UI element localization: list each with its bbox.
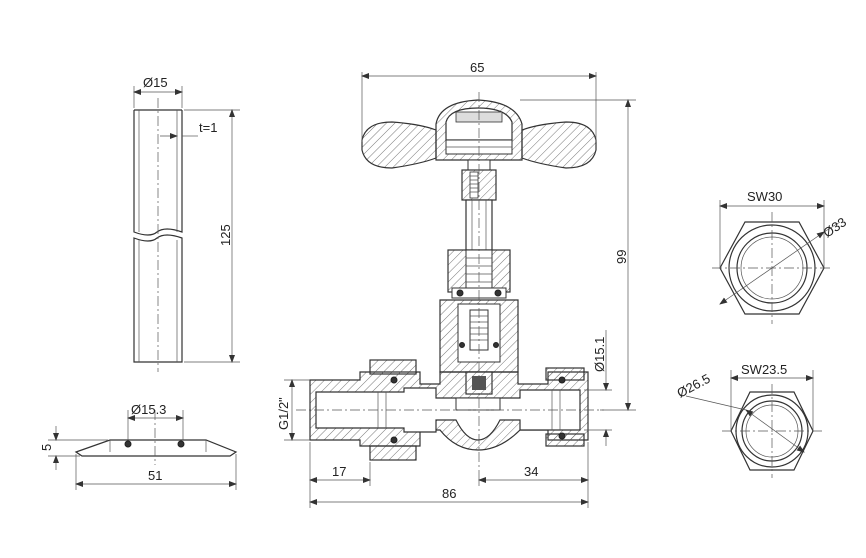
pipe-diameter-label: Ø15 <box>143 75 168 90</box>
valve-view: 65 99 Ø15.1 G1/2" 17 34 86 <box>276 60 636 508</box>
nut1-diameter-label: Ø33 <box>820 214 849 240</box>
valve-height-label: 99 <box>614 250 629 264</box>
outlet-diameter-label: Ø15.1 <box>592 337 607 372</box>
nut-sw30-view: SW30 Ø33 <box>712 189 849 324</box>
outlet-length-label: 34 <box>524 464 538 479</box>
rosette-inner-label: Ø15.3 <box>131 402 166 417</box>
thread-label: G1/2" <box>276 397 291 430</box>
nut2-sw-label: SW23.5 <box>741 362 787 377</box>
pipe-wall-label: t=1 <box>199 120 217 135</box>
rosette-view: Ø15.3 5 51 <box>39 402 238 490</box>
nut-sw23-view: SW23.5 Ø26.5 <box>674 362 822 478</box>
pipe-view: Ø15 t=1 125 <box>133 75 240 372</box>
inlet-length-label: 17 <box>332 464 346 479</box>
total-length-label: 86 <box>442 486 456 501</box>
nut2-diameter-label: Ø26.5 <box>674 371 712 401</box>
nut1-sw-label: SW30 <box>747 189 782 204</box>
handle-width-label: 65 <box>470 60 484 75</box>
pipe-length-label: 125 <box>218 224 233 246</box>
rosette-height-label: 5 <box>39 444 54 451</box>
rosette-width-label: 51 <box>148 468 162 483</box>
